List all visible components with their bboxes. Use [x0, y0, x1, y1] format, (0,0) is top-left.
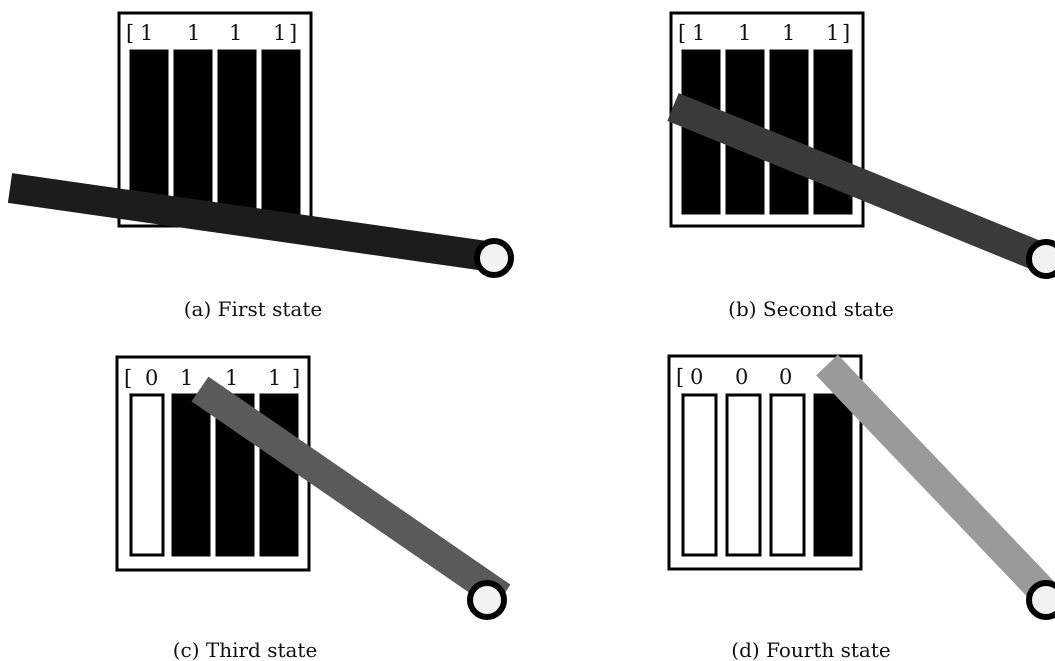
- panel-c: [ 0 1 1 1 ] (c) Third state: [115, 355, 511, 661]
- panel-a-bar-1: [129, 49, 169, 215]
- panel-c-vector-value-4: 1: [268, 366, 281, 390]
- panel-b-vector-value-3: 1: [782, 21, 795, 45]
- panel-a-bar-3: [217, 49, 257, 215]
- panel-b-vector-open: [: [678, 21, 686, 45]
- panel-c-vector-open: [: [124, 366, 132, 390]
- panel-d-bar-2: [725, 393, 762, 557]
- panel-d: [ 0 0 0 1 ] (d) Fourth state: [667, 354, 1055, 661]
- panel-b-vector-value-4: 1: [826, 21, 839, 45]
- panel-a: [ 1 1 1 1 ] (a) First state: [7, 11, 514, 321]
- panel-b-arm: [667, 93, 1055, 277]
- panel-a-vector-value-3: 1: [229, 21, 242, 45]
- panel-a-bar-4: [261, 49, 301, 215]
- panel-c-vector-value-3: 1: [225, 366, 238, 390]
- panel-d-bar-1: [681, 393, 718, 557]
- panel-a-vector-value-4: 1: [273, 21, 286, 45]
- panel-b-vector-close: ]: [842, 21, 850, 45]
- panel-b-bar-3: [769, 49, 809, 215]
- panel-c-vector-value-1: 0: [145, 366, 158, 390]
- panel-d-vector-value-1: 0: [690, 365, 703, 389]
- panel-c-vector-value-2: 1: [180, 366, 193, 390]
- panel-b: [ 1 1 1 1 ] (b) Second state: [667, 11, 1055, 321]
- panel-a-joint: [474, 238, 514, 278]
- panel-d-vector-value-2: 0: [735, 365, 748, 389]
- panel-c-bar-1: [129, 393, 165, 557]
- panel-b-vector-value-2: 1: [738, 21, 751, 45]
- panel-a-arm: [7, 173, 503, 273]
- panel-b-caption: (b) Second state: [728, 297, 894, 321]
- panel-b-joint: [1026, 239, 1055, 279]
- panel-b-vector-value-1: 1: [692, 21, 705, 45]
- panel-c-bar-2: [171, 393, 211, 557]
- panel-d-bar-3: [769, 393, 806, 557]
- panel-d-bar-4: [813, 393, 853, 557]
- panel-c-caption: (c) Third state: [173, 638, 318, 661]
- panel-c-vector-close: ]: [292, 366, 300, 390]
- panel-d-caption: (d) Fourth state: [731, 638, 890, 661]
- panel-c-arm: [191, 376, 511, 610]
- panel-a-vector-close: ]: [289, 21, 297, 45]
- panel-a-caption: (a) First state: [184, 297, 322, 321]
- panel-a-vector-value-2: 1: [187, 21, 200, 45]
- panel-d-arm: [816, 354, 1055, 612]
- panel-a-bar-2: [173, 49, 213, 215]
- panel-c-joint: [467, 580, 507, 620]
- panel-d-joint: [1026, 580, 1055, 620]
- panel-d-vector-value-3: 0: [779, 365, 792, 389]
- panel-a-vector-value-1: 1: [140, 21, 153, 45]
- panel-d-vector-open: [: [676, 365, 684, 389]
- panel-a-vector-open: [: [126, 21, 134, 45]
